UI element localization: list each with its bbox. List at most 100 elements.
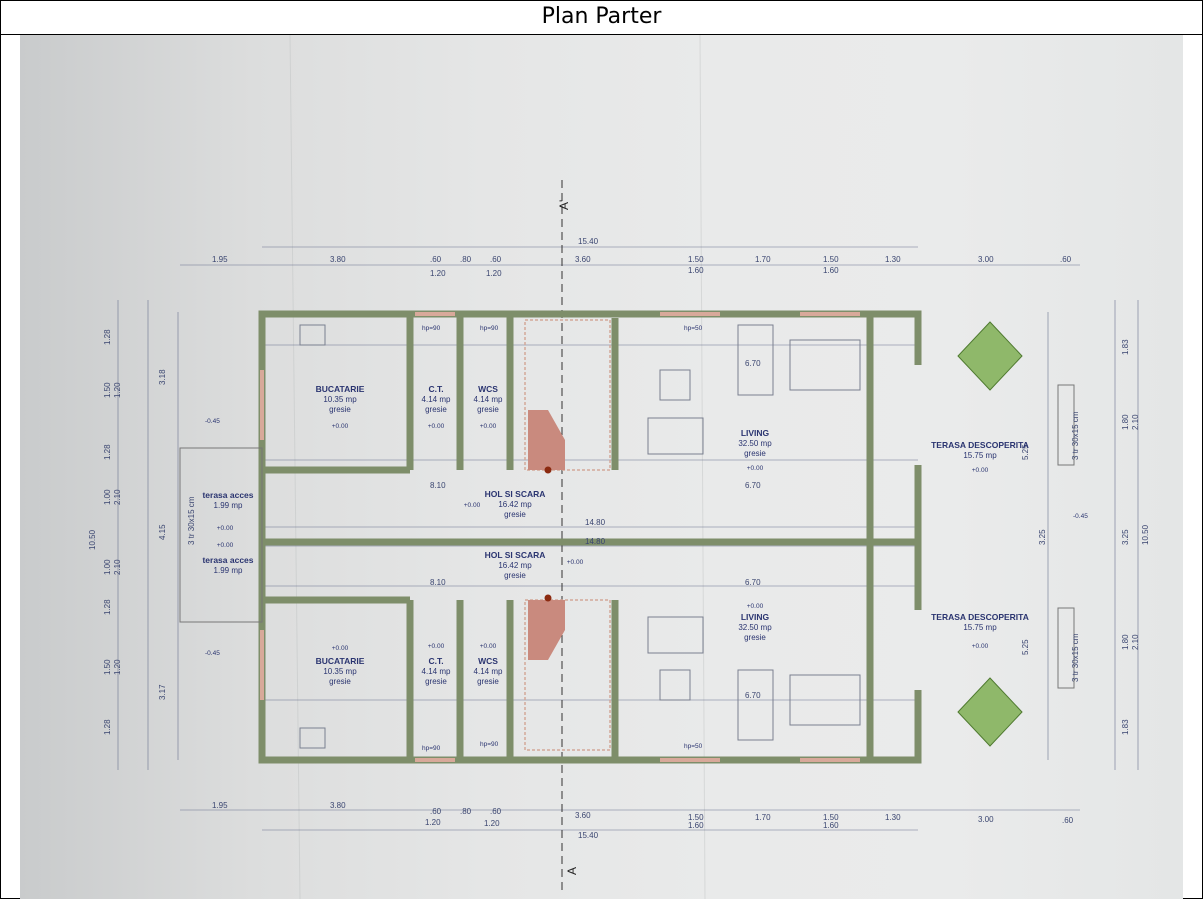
svg-text:10.50: 10.50	[88, 529, 97, 550]
svg-text:2.10: 2.10	[1131, 414, 1140, 430]
svg-text:1.20: 1.20	[484, 819, 500, 828]
room-ct-bottom: C.T. 4.14 mp gresie +0.00	[422, 643, 451, 686]
room-wc-top: WCS 4.14 mp gresie +0.00	[474, 384, 503, 430]
svg-text:TERASA DESCOPERITA: TERASA DESCOPERITA	[931, 440, 1029, 450]
svg-text:4.15: 4.15	[158, 524, 167, 540]
svg-text:10.35 mp: 10.35 mp	[323, 395, 357, 404]
svg-text:8.10: 8.10	[430, 481, 446, 490]
room-kitchen-top: BUCATARIE 10.35 mp gresie +0.00	[316, 384, 365, 430]
svg-text:3 tr 30x15 cm: 3 tr 30x15 cm	[1071, 411, 1080, 460]
svg-text:1.20: 1.20	[430, 269, 446, 278]
paper-fold	[699, 35, 706, 899]
svg-text:1.99 mp: 1.99 mp	[214, 501, 243, 510]
svg-text:1.80: 1.80	[1121, 414, 1130, 430]
svg-text:6.70: 6.70	[745, 691, 761, 700]
svg-text:1.30: 1.30	[885, 255, 901, 264]
svg-text:gresie: gresie	[504, 571, 526, 580]
walls	[258, 310, 922, 764]
svg-text:gresie: gresie	[504, 510, 526, 519]
svg-text:hp=90: hp=90	[422, 325, 441, 332]
left-dimensions: 1.28 1.50 1.20 1.28 1.00 2.10 1.00 2.10 …	[88, 329, 167, 735]
svg-text:3.60: 3.60	[575, 811, 591, 820]
svg-text:.80: .80	[460, 255, 472, 264]
svg-text:3.00: 3.00	[978, 815, 994, 824]
access-terrace	[179, 447, 263, 623]
svg-text:1.60: 1.60	[823, 266, 839, 275]
room-hall-top: HOL SI SCARA 16.42 mp gresie +0.00	[464, 489, 546, 519]
svg-text:gresie: gresie	[425, 405, 447, 414]
svg-text:3.00: 3.00	[978, 255, 994, 264]
svg-text:3.25: 3.25	[1121, 529, 1130, 545]
svg-text:15.40: 15.40	[578, 831, 599, 840]
svg-text:+0.00: +0.00	[464, 502, 481, 509]
svg-text:1.50: 1.50	[823, 813, 839, 822]
svg-text:.60: .60	[1060, 255, 1072, 264]
svg-text:1.50: 1.50	[103, 659, 112, 675]
section-mark-bottom: A	[565, 867, 579, 875]
svg-text:HOL SI SCARA: HOL SI SCARA	[485, 489, 546, 499]
svg-text:+0.00: +0.00	[217, 525, 234, 532]
svg-text:.60: .60	[490, 807, 502, 816]
svg-text:hp=50: hp=50	[684, 743, 703, 750]
terrace-steps-bottom	[1057, 607, 1075, 689]
svg-text:15.75 mp: 15.75 mp	[963, 451, 997, 460]
svg-text:C.T.: C.T.	[428, 384, 443, 394]
svg-text:1.20: 1.20	[113, 382, 122, 398]
svg-text:1.00: 1.00	[103, 489, 112, 505]
svg-text:hp=90: hp=90	[480, 325, 499, 332]
svg-text:.80: .80	[460, 807, 472, 816]
svg-text:gresie: gresie	[329, 677, 351, 686]
svg-text:terasa acces: terasa acces	[202, 555, 253, 565]
floor-plan-photo: A' A	[20, 35, 1183, 899]
svg-text:.60: .60	[1062, 816, 1074, 825]
svg-text:gresie: gresie	[425, 677, 447, 686]
svg-text:gresie: gresie	[477, 677, 499, 686]
room-living-bottom: LIVING 32.50 mp gresie +0.00	[738, 603, 772, 642]
svg-text:gresie: gresie	[744, 633, 766, 642]
svg-text:1.95: 1.95	[212, 801, 228, 810]
svg-text:14.80: 14.80	[585, 518, 606, 527]
room-ct-top: C.T. 4.14 mp gresie +0.00	[422, 384, 451, 430]
svg-text:15.40: 15.40	[578, 237, 599, 246]
room-wc-bottom: WCS 4.14 mp gresie +0.00	[474, 643, 503, 686]
svg-text:+0.00: +0.00	[332, 423, 349, 430]
svg-text:WCS: WCS	[478, 656, 498, 666]
svg-text:.60: .60	[430, 255, 442, 264]
svg-text:1.28: 1.28	[103, 329, 112, 345]
svg-text:16.42 mp: 16.42 mp	[498, 561, 532, 570]
svg-text:4.14 mp: 4.14 mp	[422, 667, 451, 676]
svg-text:+0.00: +0.00	[747, 603, 764, 610]
svg-text:hp=90: hp=90	[422, 745, 441, 752]
svg-text:hp=90: hp=90	[480, 741, 499, 748]
svg-text:+0.00: +0.00	[972, 467, 989, 474]
svg-text:3.60: 3.60	[575, 255, 591, 264]
svg-text:32.50 mp: 32.50 mp	[738, 623, 772, 632]
terrace-steps-top	[1057, 384, 1075, 466]
svg-text:14.80: 14.80	[585, 537, 606, 546]
right-dimensions: 1.83 1.80 2.10 3.25 1.80 2.10 1.83 10.50…	[187, 339, 1150, 735]
svg-text:6.70: 6.70	[745, 578, 761, 587]
svg-text:gresie: gresie	[329, 405, 351, 414]
windows	[260, 312, 860, 762]
svg-text:+0.00: +0.00	[428, 423, 445, 430]
svg-text:1.60: 1.60	[823, 821, 839, 830]
svg-text:terasa acces: terasa acces	[202, 490, 253, 500]
svg-text:LIVING: LIVING	[741, 428, 770, 438]
svg-text:10.50: 10.50	[1141, 524, 1150, 545]
svg-text:4.14 mp: 4.14 mp	[474, 395, 503, 404]
svg-text:1.80: 1.80	[1121, 634, 1130, 650]
svg-text:BUCATARIE: BUCATARIE	[316, 656, 365, 666]
svg-text:1.50: 1.50	[823, 255, 839, 264]
svg-text:gresie: gresie	[744, 449, 766, 458]
bottom-dimensions: 1.95 3.80 .60 .80 .60 3.60 1.50 1.70 1.5…	[212, 801, 1074, 840]
page-title: Plan Parter	[0, 0, 1203, 35]
svg-text:15.75 mp: 15.75 mp	[963, 623, 997, 632]
svg-text:HOL SI SCARA: HOL SI SCARA	[485, 550, 546, 560]
svg-text:32.50 mp: 32.50 mp	[738, 439, 772, 448]
svg-text:1.20: 1.20	[486, 269, 502, 278]
furniture	[299, 324, 861, 749]
room-kitchen-bottom: BUCATARIE 10.35 mp gresie +0.00	[316, 645, 365, 686]
svg-text:1.20: 1.20	[425, 818, 441, 827]
svg-text:1.28: 1.28	[103, 599, 112, 615]
svg-text:1.50: 1.50	[103, 382, 112, 398]
